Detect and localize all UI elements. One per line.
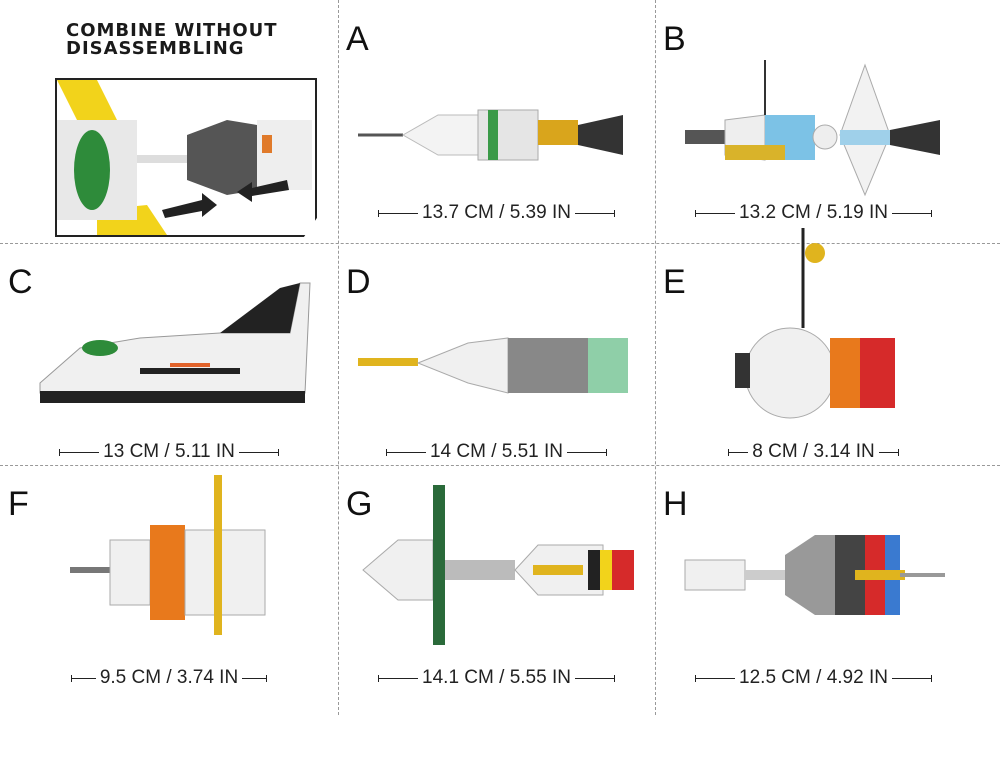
model-h-image: [684, 535, 945, 615]
dimension-label: 8 CM / 3.14 IN: [655, 441, 972, 463]
model-letter: E: [663, 263, 686, 301]
model-letter: D: [346, 263, 371, 301]
size-text: 13.7 CM / 5.39 IN: [422, 202, 571, 223]
model-letter: A: [346, 20, 369, 58]
model-card-c: C 13 CM / 5.11 IN: [0, 243, 338, 465]
grid-divider: [0, 243, 1000, 244]
grid-divider: [338, 0, 339, 715]
dimension-label: 12.5 CM / 4.92 IN: [655, 667, 972, 689]
combine-image: [57, 80, 312, 235]
model-c-image: [39, 282, 311, 403]
combine-panel: COMBINE WITHOUT DISASSEMBLING: [0, 0, 338, 243]
title-line-2: DISASSEMBLING: [66, 38, 245, 59]
size-text: 13 CM / 5.11 IN: [103, 441, 235, 462]
model-g-image: [362, 485, 634, 645]
dimension-label: 9.5 CM / 3.74 IN: [0, 667, 338, 689]
model-card-f: F 9.5 CM / 3.74 IN: [0, 465, 338, 689]
grid-divider: [655, 0, 656, 715]
dimension-label: 13.7 CM / 5.39 IN: [338, 202, 655, 224]
dimension-label: 13.2 CM / 5.19 IN: [655, 202, 972, 224]
size-text: 8 CM / 3.14 IN: [752, 441, 875, 462]
model-e-image: [735, 228, 895, 419]
model-card-d: D 14 CM / 5.51 IN: [338, 243, 655, 465]
model-b-image: [685, 60, 940, 197]
model-d-image: [358, 337, 628, 394]
model-card-e: E 8 CM / 3.14 IN: [655, 228, 1000, 465]
size-text: 13.2 CM / 5.19 IN: [739, 202, 888, 223]
title-line-1: COMBINE WITHOUT: [66, 20, 278, 41]
size-text: 14 CM / 5.51 IN: [429, 441, 564, 462]
size-text: 9.5 CM / 3.74 IN: [99, 667, 239, 688]
model-letter: C: [8, 263, 33, 301]
model-f-image: [70, 475, 266, 635]
dimension-label: 14.1 CM / 5.55 IN: [338, 667, 655, 689]
model-card-h: H 12.5 CM / 4.92 IN: [655, 465, 1000, 689]
grid-divider: [0, 465, 1000, 466]
model-letter: F: [8, 485, 29, 523]
dimension-label: 13 CM / 5.11 IN: [0, 441, 338, 463]
model-card-a: A 13.7 CM / 5.39 IN: [338, 0, 655, 224]
combine-title: COMBINE WITHOUT DISASSEMBLING: [66, 22, 278, 58]
dimension-label: 14 CM / 5.51 IN: [338, 441, 655, 463]
size-text: 14.1 CM / 5.55 IN: [422, 667, 571, 688]
model-letter: B: [663, 20, 686, 58]
model-letter: H: [663, 485, 688, 523]
model-card-b: B 13.2 CM / 5.19 IN: [655, 0, 1000, 224]
size-text: 12.5 CM / 4.92 IN: [739, 667, 888, 688]
model-a-image: [358, 109, 623, 161]
combine-illustration: [55, 78, 317, 237]
model-card-g: G 14.1 CM / 5.55 IN: [338, 465, 655, 689]
model-letter: G: [346, 485, 373, 523]
